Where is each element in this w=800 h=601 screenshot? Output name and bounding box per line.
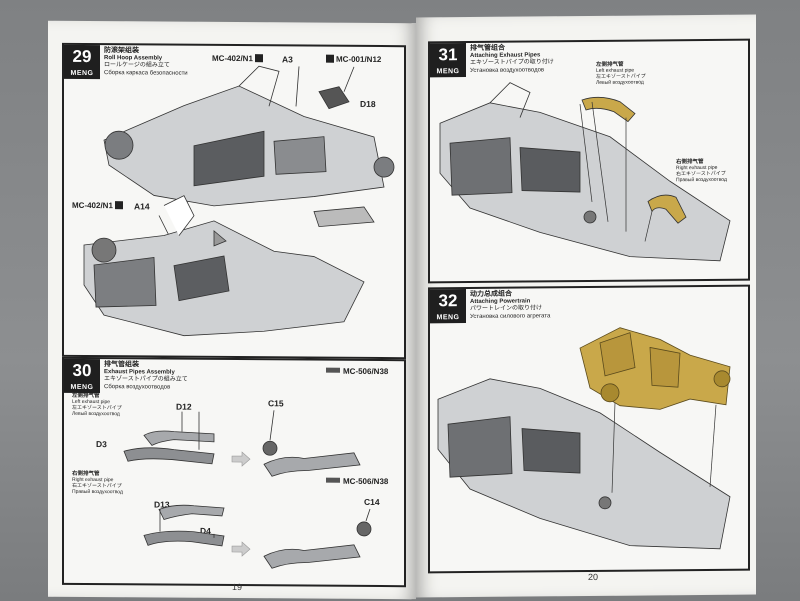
arrow-icon xyxy=(231,541,251,557)
exhaust-pipe-illustration xyxy=(123,410,372,569)
powertrain-illustration xyxy=(437,327,731,550)
car-chassis-illustration-top xyxy=(83,65,395,337)
car-chassis-illustration-step31 xyxy=(439,82,731,262)
step-29-panel: 29 MENG 防滚架组装 Roll Hoop Assembly ロールケージの… xyxy=(62,42,406,360)
step-32-panel: 32 MENG 动力总成组合 Attaching Powertrain パワート… xyxy=(428,284,750,574)
instruction-page-left: 29 MENG 防滚架组装 Roll Hoop Assembly ロールケージの… xyxy=(48,20,416,600)
page-number: 19 xyxy=(232,582,243,593)
step-31-panel: 31 MENG 排气管组合 Attaching Exhaust Pipes エキ… xyxy=(428,38,750,284)
instruction-page-right: 31 MENG 排气管组合 Attaching Exhaust Pipes エキ… xyxy=(416,14,756,598)
page-number: 20 xyxy=(588,571,599,582)
step-30-panel: 30 MENG 排气管组装 Exhaust Pipes Assembly エキゾ… xyxy=(62,356,406,588)
arrow-icon xyxy=(231,451,251,467)
